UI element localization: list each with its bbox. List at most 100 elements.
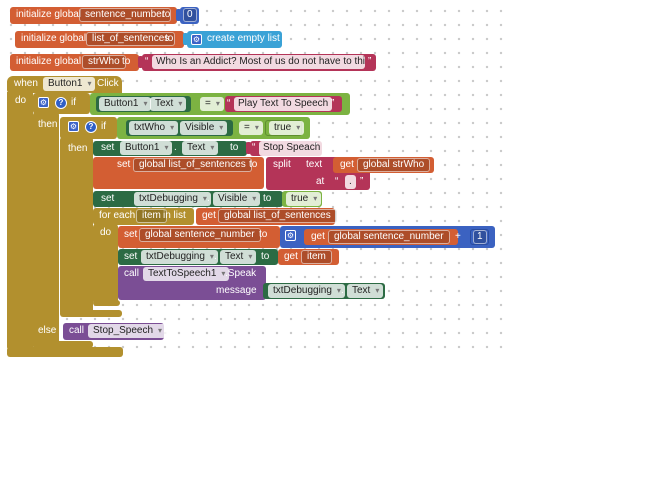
event-component-dropdown[interactable]: Button1 <box>43 77 96 91</box>
number-block[interactable]: 0 <box>180 7 199 24</box>
loop-variable-field[interactable]: item <box>136 209 167 223</box>
message-param-label: message <box>216 285 257 296</box>
text-block[interactable]: “ Who Is an Addict? Most of us do not ha… <box>142 54 376 71</box>
method-name: .Speak <box>225 268 257 279</box>
boolean-dropdown[interactable]: true <box>269 121 305 135</box>
connector-tab <box>176 9 181 21</box>
get-global-list-block[interactable]: get global list_of_sentences <box>196 208 337 225</box>
blocks-workspace[interactable]: initialize global sentence_number to 0 i… <box>0 0 507 358</box>
text-value[interactable]: . <box>345 175 356 189</box>
set-global-list-block[interactable]: set global list_of_sentences to <box>93 157 264 189</box>
number-value[interactable]: 1 <box>473 230 487 244</box>
component-dropdown[interactable]: TextToSpeech1 <box>143 267 230 281</box>
to-keyword: to <box>249 159 258 170</box>
else-keyword: else <box>38 325 57 336</box>
component-getter-button1-text[interactable]: Button1 Text <box>96 96 191 112</box>
procedure-dropdown[interactable]: Stop_Speech <box>88 324 167 338</box>
variable-dropdown[interactable]: global sentence_number <box>139 228 261 242</box>
component-getter-txtdebugging-text[interactable]: txtDebugging . Text <box>263 283 385 299</box>
if-block-inner-header[interactable]: ⚙ ? if <box>60 117 117 139</box>
set-txtdebugging-text-block[interactable]: set txtDebugging . Text to <box>118 249 278 265</box>
if-keyword: if <box>101 121 106 132</box>
init-global-keyword: initialize global <box>16 56 82 67</box>
init-global-strwho-block[interactable]: initialize global strWho to <box>10 54 139 71</box>
set-global-sentence-number-block[interactable]: set global sentence_number to <box>118 226 280 248</box>
component-dropdown[interactable]: txtDebugging <box>268 284 345 298</box>
connector-tab <box>246 142 251 154</box>
for-each-item-block[interactable]: for each item in list <box>93 208 194 225</box>
mutator-gear-icon[interactable]: ⚙ <box>285 230 296 241</box>
create-empty-list-label: create empty list <box>207 33 280 44</box>
variable-dropdown[interactable]: item <box>301 250 332 264</box>
number-block[interactable]: 1 <box>470 229 489 245</box>
when-button1-click-block[interactable]: when Button1 Click <box>7 76 122 93</box>
property-dropdown[interactable]: Text <box>150 97 187 111</box>
text-block[interactable]: “ Play Text To Speech ” <box>225 96 342 112</box>
if-block-outer-header[interactable]: ⚙ ? if <box>33 93 90 114</box>
create-empty-list-block[interactable]: ⚙ create empty list <box>187 31 282 48</box>
to-keyword: to <box>259 229 268 240</box>
set-keyword: set <box>101 193 115 204</box>
text-block[interactable]: “ . ” <box>333 174 369 190</box>
if-inner-left-arm <box>60 137 93 315</box>
set-keyword: set <box>101 142 115 153</box>
component-dropdown[interactable]: Button1 <box>120 141 173 155</box>
dot-separator: . <box>341 285 344 296</box>
connector-tab <box>183 33 188 45</box>
help-icon[interactable]: ? <box>55 97 67 109</box>
text-value[interactable]: Who Is an Addict? Most of us do not have… <box>152 55 365 69</box>
get-global-sentence-number-block[interactable]: get global sentence_number <box>304 229 458 245</box>
variable-dropdown[interactable]: global strWho <box>357 158 431 172</box>
help-icon[interactable]: ? <box>85 121 97 133</box>
init-global-sentence-number-block[interactable]: initialize global sentence_number to <box>10 7 177 24</box>
property-dropdown[interactable]: Visible <box>180 121 228 135</box>
compare-operator-dropdown[interactable]: = <box>200 97 224 111</box>
mutator-gear-icon[interactable]: ⚙ <box>191 34 202 45</box>
close-quote: ” <box>331 98 335 109</box>
set-txtdebugging-visible-block[interactable]: set txtDebugging . Visible to <box>93 191 283 207</box>
math-add-block[interactable]: ⚙ get global sentence_number + 1 <box>280 226 495 248</box>
property-dropdown[interactable]: Text <box>182 141 219 155</box>
open-quote: “ <box>145 56 149 67</box>
property-dropdown[interactable]: Text <box>347 284 384 298</box>
logic-true-block[interactable]: true <box>282 191 322 207</box>
component-getter-txtwho-visible[interactable]: txtWho Visible <box>126 120 233 136</box>
text-block[interactable]: “ Stop Speach ” <box>250 141 325 156</box>
text-value[interactable]: Play Text To Speech <box>234 97 333 111</box>
mutator-gear-icon[interactable]: ⚙ <box>38 97 49 108</box>
variable-dropdown[interactable]: global sentence_number <box>328 230 450 244</box>
get-global-strwho-block[interactable]: get global strWho <box>333 157 434 173</box>
global-name-field[interactable]: sentence_number <box>79 8 172 22</box>
mutator-gear-icon[interactable]: ⚙ <box>68 121 79 132</box>
property-dropdown[interactable]: Visible <box>213 192 261 206</box>
set-button1-text-block[interactable]: set Button1 . Text to <box>93 141 247 156</box>
plus-operator: + <box>455 231 461 242</box>
variable-dropdown[interactable]: global list_of_sentences <box>133 158 252 172</box>
init-global-list-block[interactable]: initialize global list_of_sentences to <box>15 31 184 48</box>
component-dropdown[interactable]: txtWho <box>129 121 179 135</box>
text-value[interactable]: Stop Speach <box>259 141 325 156</box>
logic-compare-block[interactable]: Button1 Text = “ Play Text To Speech ” <box>90 93 350 115</box>
compare-operator-dropdown[interactable]: = <box>239 121 263 135</box>
logic-true-block[interactable]: true <box>265 120 305 136</box>
component-dropdown[interactable]: txtDebugging <box>141 250 218 264</box>
boolean-dropdown[interactable]: true <box>286 192 322 206</box>
variable-dropdown[interactable]: global list_of_sentences <box>218 209 337 223</box>
for-each-bottom-bar <box>93 300 120 306</box>
global-name-field[interactable]: strWho <box>82 55 126 69</box>
text-keyword: text <box>306 159 323 170</box>
call-stop-speech-block[interactable]: call Stop_Speech <box>63 323 167 340</box>
property-dropdown[interactable]: Text <box>220 250 257 264</box>
component-dropdown[interactable]: Button1 <box>99 97 152 111</box>
event-name: Click <box>97 78 119 89</box>
component-dropdown[interactable]: txtDebugging <box>134 192 211 206</box>
call-texttospeech-speak-block[interactable]: call TextToSpeech1 .Speak message <box>118 266 266 300</box>
logic-compare-block[interactable]: txtWho Visible = true <box>117 117 310 139</box>
number-value[interactable]: 0 <box>183 8 197 22</box>
global-name-field[interactable]: list_of_sentences <box>86 32 176 46</box>
open-quote: “ <box>335 176 339 187</box>
get-keyword: get <box>284 251 298 262</box>
dot-separator: . <box>214 251 217 262</box>
get-item-block[interactable]: get item <box>278 249 339 265</box>
open-quote: “ <box>227 98 231 109</box>
